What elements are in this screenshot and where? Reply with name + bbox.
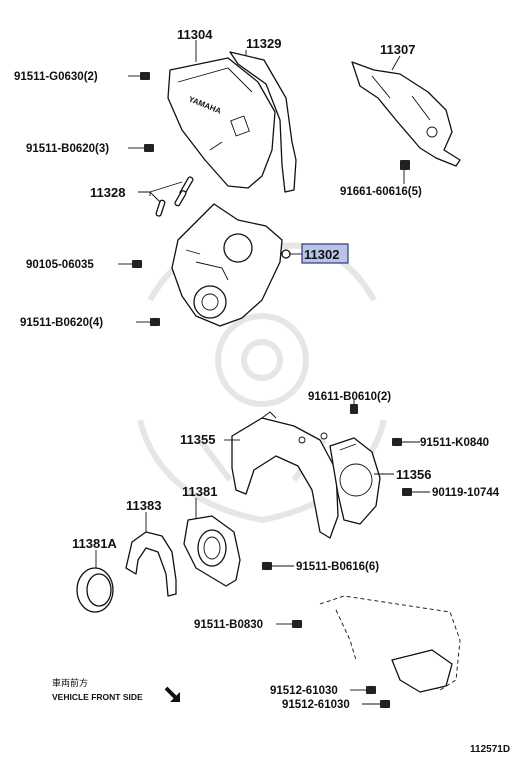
arrow-down-right-icon — [164, 686, 180, 702]
seal-retainer-11381 — [183, 515, 241, 587]
part-label-11307[interactable]: 11307 — [380, 42, 415, 57]
bolt-label-91511-K0840[interactable]: 91511-K0840 — [420, 437, 489, 449]
part-label-11328[interactable]: 11328 — [90, 185, 125, 200]
part-label-11355[interactable]: 11355 — [180, 432, 215, 447]
dowel-pins-11328 — [155, 176, 194, 217]
upper-timing-cover-11304 — [167, 57, 276, 189]
part-label-11302[interactable]: 11302 — [304, 247, 339, 262]
part-label-11329[interactable]: 11329 — [246, 36, 281, 51]
part-label-11356[interactable]: 11356 — [396, 467, 431, 482]
cover-bracket-11307 — [351, 61, 461, 167]
bolt-icon — [380, 700, 390, 708]
part-label-11381A[interactable]: 11381A — [72, 536, 117, 551]
bolt-label-91661-60616[interactable]: 91661-60616(5) — [340, 186, 422, 198]
bolt-label-91511-G0630[interactable]: 91511-G0630(2) — [14, 71, 98, 83]
bolt-icon — [402, 488, 412, 496]
bolt-icon — [144, 144, 154, 152]
leader-lines — [95, 40, 430, 705]
bolt-icon — [292, 620, 302, 628]
bolt-label-91511-B0620-3[interactable]: 91511-B0620(3) — [26, 143, 109, 155]
direction-note-en: VEHICLE FRONT SIDE — [52, 692, 143, 702]
bolt-icon — [281, 249, 291, 259]
reference-code: 112571D — [470, 744, 510, 755]
direction-note-ja: 車両前方 — [52, 677, 88, 689]
bolt-label-90105-06035[interactable]: 90105-06035 — [26, 259, 94, 271]
engine-block-outline — [319, 595, 461, 693]
cover-plate-11356 — [329, 437, 381, 525]
bolt-icon — [400, 160, 410, 170]
bolt-icon — [132, 260, 142, 268]
part-label-11381[interactable]: 11381 — [182, 484, 217, 499]
timing-case-11302 — [171, 203, 283, 327]
oil-seal-retainer-11383 — [125, 531, 177, 597]
bolt-label-91511-B0620-4[interactable]: 91511-B0620(4) — [20, 317, 103, 329]
highlight-box — [301, 243, 349, 264]
bolt-label-91511-B0830[interactable]: 91511-B0830 — [194, 619, 263, 631]
part-label-11304[interactable]: 11304 — [177, 27, 213, 42]
bolt-icon — [392, 438, 402, 446]
bolt-label-90119-10744[interactable]: 90119-10744 — [432, 487, 500, 499]
bolt-icon — [150, 318, 160, 326]
bolt-label-91611-B0610[interactable]: 91611-B0610(2) — [308, 391, 391, 403]
timing-cover-gasket-11329 — [229, 51, 297, 193]
timing-plate-11355 — [231, 411, 339, 539]
bolt-label-91512-61030-a[interactable]: 91512-61030 — [270, 685, 338, 697]
bolt-icon — [262, 562, 272, 570]
bolt-label-91512-61030-b[interactable]: 91512-61030 — [282, 699, 350, 711]
part-label-11383[interactable]: 11383 — [126, 498, 161, 513]
bolt-icon — [140, 72, 150, 80]
oil-seal-11381A — [76, 567, 114, 613]
bolt-icon — [350, 404, 358, 414]
bolt-icon — [366, 686, 376, 694]
bolt-label-91511-B0616[interactable]: 91511-B0616(6) — [296, 561, 379, 573]
